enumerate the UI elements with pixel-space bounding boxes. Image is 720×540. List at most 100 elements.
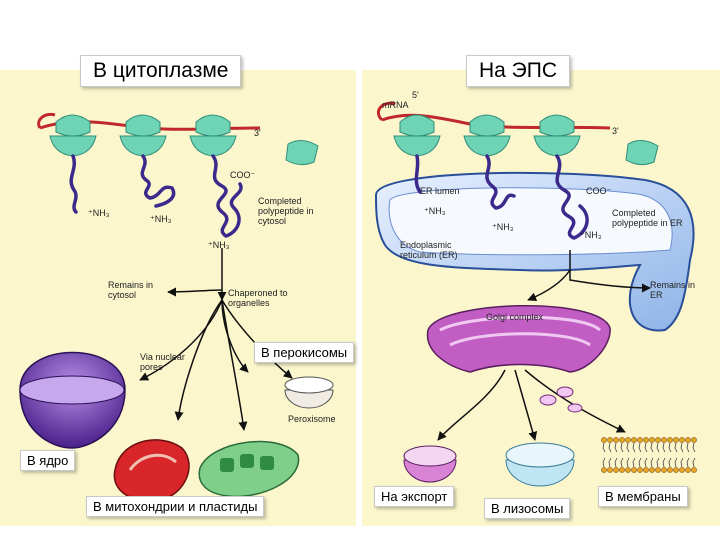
lipid-tail	[668, 442, 672, 453]
export-vesicle	[403, 445, 457, 483]
lipid-head	[601, 467, 607, 473]
lipid-head	[619, 467, 625, 473]
lipid-head	[655, 437, 661, 443]
lipid-tail	[614, 457, 618, 468]
lipid-tail	[626, 457, 630, 468]
fig-3prime-left: 3'	[254, 128, 261, 138]
lipid-tail	[608, 442, 612, 453]
lipid-head	[643, 437, 649, 443]
left-polypeptides	[69, 154, 243, 238]
fig-targeted: Chaperoned to organelles	[228, 288, 288, 308]
fig-er-lumen: ER lumen	[420, 186, 460, 196]
lipid-head	[643, 467, 649, 473]
fig-er-name: Endoplasmic reticulum (ER)	[400, 240, 458, 260]
lipid-tail	[674, 457, 678, 468]
fig-mrna: mRNA	[382, 100, 409, 110]
lipid-head	[649, 437, 655, 443]
lysosome-illustration	[505, 442, 575, 487]
fig-3prime-right: 3'	[612, 126, 619, 136]
chloroplast-illustration	[198, 440, 300, 498]
label-lysosome: В лизосомы	[484, 498, 571, 519]
lipid-head	[655, 467, 661, 473]
label-mito: В митохондрии и пластиды	[86, 496, 265, 517]
fig-completed-cytosol: Completed polypeptide in cytosol	[258, 196, 314, 226]
mitochondrion-illustration	[113, 439, 190, 502]
lipid-head	[667, 437, 673, 443]
er-membrane	[374, 171, 695, 332]
lipid-tail	[614, 442, 618, 453]
fig-nh2-c: ⁺NH₃	[208, 240, 230, 250]
right-ribosomes	[393, 114, 659, 166]
lipid-head	[649, 467, 655, 473]
lipid-head	[637, 467, 643, 473]
lipid-head	[673, 467, 679, 473]
label-nucleus: В ядро	[20, 450, 76, 471]
lipid-tail	[686, 442, 690, 453]
lipid-head	[607, 467, 613, 473]
lipid-tail	[644, 457, 648, 468]
lipid-tail	[662, 457, 666, 468]
lipid-tail	[674, 442, 678, 453]
fig-nuclear-pores: Via nuclear pores	[140, 352, 185, 372]
lipid-tail	[686, 457, 690, 468]
fig-cooh-left: COO⁻	[230, 170, 256, 180]
lipid-head	[691, 467, 697, 473]
fig-5prime-right: 5'	[412, 90, 419, 100]
lipid-head	[619, 437, 625, 443]
lipid-head	[673, 437, 679, 443]
lipid-tail	[644, 442, 648, 453]
membrane-illustration	[601, 437, 697, 473]
cytosol-arrows	[139, 248, 293, 431]
label-export: На экспорт	[374, 486, 455, 507]
fig-remains-cytosol: Remains in cytosol	[108, 280, 154, 300]
fig-nh2-f: ⁺NH₃	[580, 230, 602, 240]
fig-nh2-e: ⁺NH₃	[492, 222, 514, 232]
lipid-tail	[626, 442, 630, 453]
lipid-tail	[692, 457, 696, 468]
lipid-head	[667, 467, 673, 473]
lipid-head	[625, 467, 631, 473]
golgi-illustration	[426, 305, 611, 413]
lipid-tail	[656, 457, 660, 468]
lipid-tail	[680, 457, 684, 468]
lipid-head	[613, 467, 619, 473]
lipid-tail	[656, 442, 660, 453]
lipid-tail	[638, 442, 642, 453]
label-membrane: В мембраны	[598, 486, 688, 507]
lipid-tail	[632, 442, 636, 453]
fig-completed-er: Completed polypeptide in ER	[612, 208, 683, 228]
lipid-head	[637, 437, 643, 443]
left-ribosomes	[49, 114, 319, 166]
lipid-head	[685, 467, 691, 473]
lipid-head	[691, 437, 697, 443]
lipid-tail	[662, 442, 666, 453]
er-polypeptides	[414, 154, 589, 240]
lipid-head	[679, 437, 685, 443]
fig-nh2-a: ⁺NH₃	[88, 208, 110, 218]
lipid-head	[631, 467, 637, 473]
lipid-tail	[620, 457, 624, 468]
nucleus-illustration	[19, 351, 126, 449]
lipid-tail	[668, 457, 672, 468]
lipid-tail	[650, 457, 654, 468]
lipid-tail	[602, 442, 606, 453]
lipid-head	[613, 437, 619, 443]
lipid-head	[661, 437, 667, 443]
fig-nh2-b: ⁺NH₃	[150, 214, 172, 224]
lipid-tail	[638, 457, 642, 468]
fig-peroxisome: Peroxisome	[288, 414, 336, 424]
lipid-head	[631, 437, 637, 443]
fig-remains-er: Remains in ER	[650, 280, 696, 300]
lipid-tail	[602, 457, 606, 468]
fig-golgi: Golgi complex	[486, 312, 544, 322]
lipid-head	[679, 467, 685, 473]
lipid-head	[625, 437, 631, 443]
lipid-head	[607, 437, 613, 443]
lipid-head	[601, 437, 607, 443]
title-er: На ЭПС	[466, 55, 571, 87]
label-peroxisome: В перокисомы	[254, 342, 355, 363]
lipid-tail	[632, 457, 636, 468]
lipid-tail	[692, 442, 696, 453]
peroxisome-illustration	[284, 376, 334, 409]
